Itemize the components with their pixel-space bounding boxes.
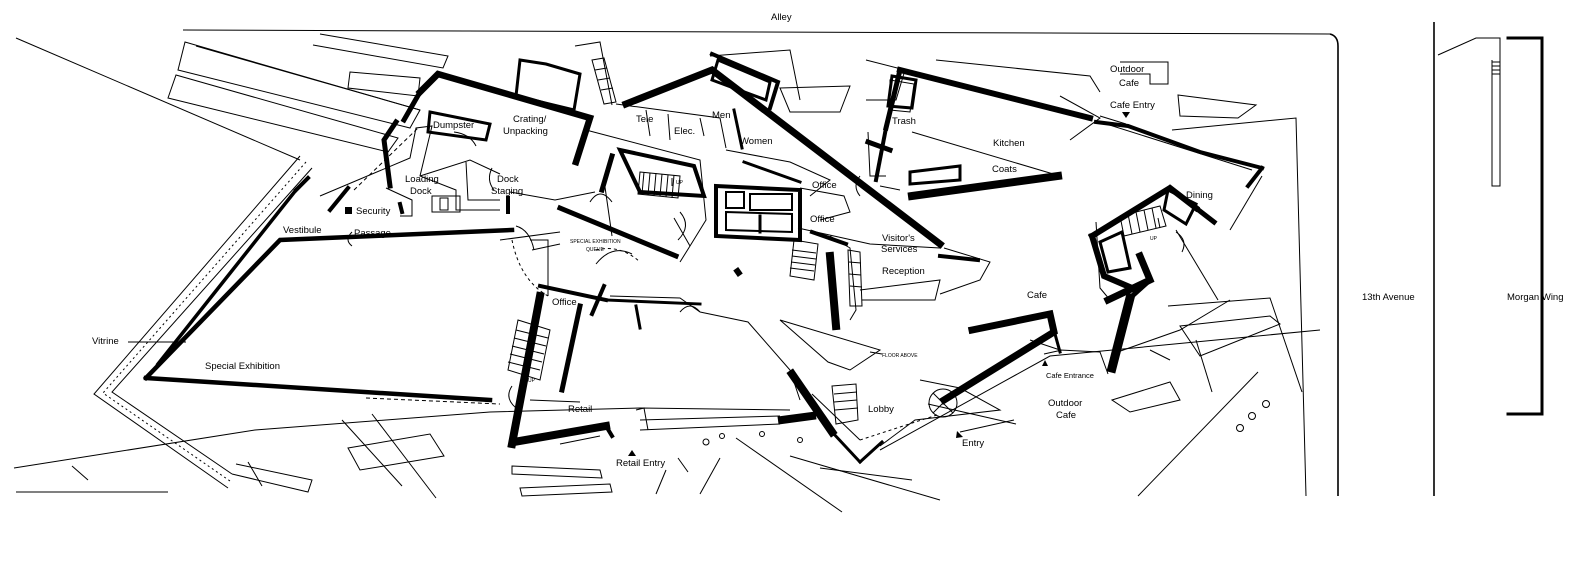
label-reception: Reception <box>882 266 925 277</box>
label-coats: Coats <box>992 164 1017 175</box>
label-office-mid: Office <box>810 214 835 225</box>
label-men: Men <box>712 110 730 121</box>
label-passage: Passage <box>354 228 391 239</box>
label-dock: Dock <box>410 186 432 197</box>
label-cafe-entry: Cafe Entry <box>1110 100 1155 111</box>
label-kitchen: Kitchen <box>993 138 1025 149</box>
label-vestibule: Vestibule <box>283 225 322 236</box>
label-up-3: UP <box>1150 236 1158 242</box>
revolving-door-icon <box>515 225 958 418</box>
label-outdoor-cafe-top-2: Cafe <box>1119 78 1139 89</box>
label-up-2: UP <box>528 378 536 384</box>
label-13th-avenue: 13th Avenue <box>1362 292 1415 303</box>
labels: Alley 13th Avenue Morgan Wing Outdoor Ca… <box>92 12 1564 469</box>
leader-lines <box>128 243 1063 355</box>
label-retail: Retail <box>568 404 592 415</box>
stair-icon <box>591 57 617 105</box>
stair-icon <box>789 239 819 281</box>
label-elec: Elec. <box>674 126 695 137</box>
structural-walls <box>142 51 1265 465</box>
entry-arrow-icon <box>628 112 1130 456</box>
label-special-queue-2: QUEUE <box>586 247 604 253</box>
stair-icon <box>847 249 863 307</box>
label-dining: Dining <box>1186 190 1213 201</box>
label-vitrine: Vitrine <box>92 336 119 347</box>
up-arrow-icon <box>525 178 1161 380</box>
label-women: Women <box>740 136 773 147</box>
label-morgan-wing: Morgan Wing <box>1507 292 1564 303</box>
stair-icon <box>1119 205 1167 237</box>
label-tele: Tele <box>636 114 653 125</box>
label-special-exhibition: Special Exhibition <box>205 361 280 372</box>
exterior-hatched-wall <box>93 155 313 489</box>
label-retail-entry: Retail Entry <box>616 458 665 469</box>
site-lines <box>13 22 1544 513</box>
wing-stair-icon <box>1492 61 1500 75</box>
label-outdoor-cafe-bottom-2: Cafe <box>1056 410 1076 421</box>
label-special-queue-1: SPECIAL EXHIBITION <box>570 239 621 245</box>
label-office-upper: Office <box>812 180 837 191</box>
stair-icon <box>507 319 551 381</box>
label-alley: Alley <box>771 12 792 23</box>
label-dumpster: Dumpster <box>433 120 474 131</box>
column-icon <box>345 207 1270 446</box>
label-dock-staging-2: Staging <box>491 186 523 197</box>
label-visitors-2: Services <box>881 244 918 255</box>
label-trash: Trash <box>892 116 916 127</box>
label-unpacking: Unpacking <box>503 126 548 137</box>
label-outdoor-cafe-top: Outdoor <box>1110 64 1144 75</box>
label-visitors-1: Visitor's <box>882 233 915 244</box>
label-entry: Entry <box>962 438 984 449</box>
label-floor-above: FLOOR ABOVE <box>882 353 918 359</box>
label-crating: Crating/ <box>513 114 547 125</box>
label-cafe-entrance: Cafe Entrance <box>1046 371 1094 380</box>
label-lobby: Lobby <box>868 404 894 415</box>
stair-icon <box>637 171 681 199</box>
label-loading: Loading <box>405 174 439 185</box>
stair-icon <box>831 383 859 425</box>
label-up-1: UP <box>676 180 684 186</box>
label-office-lower: Office <box>552 297 577 308</box>
label-outdoor-cafe-bottom-1: Outdoor <box>1048 398 1082 409</box>
label-dock-staging-1: Dock <box>497 174 519 185</box>
door-swings <box>347 115 1185 431</box>
label-cafe: Cafe <box>1027 290 1047 301</box>
label-security: Security <box>356 206 391 217</box>
